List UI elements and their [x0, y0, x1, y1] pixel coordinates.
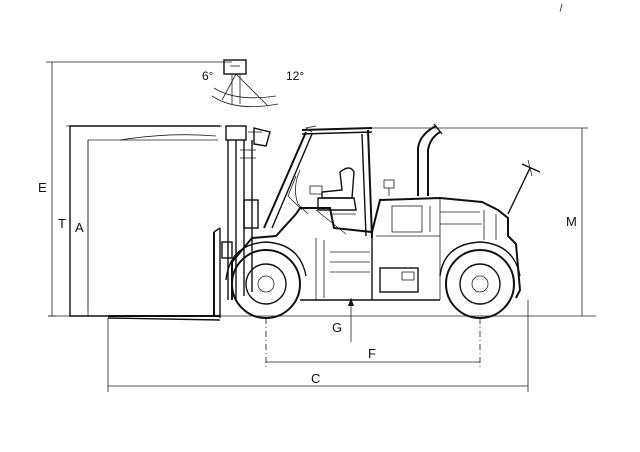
mast: [221, 125, 271, 300]
operator-seat: [287, 167, 395, 235]
truck-body: [231, 196, 522, 301]
load-outline: [69, 125, 220, 317]
tilt-indicator: [211, 59, 279, 108]
front-wheel: [231, 249, 301, 319]
label-f: F: [368, 346, 376, 361]
label-backward-tilt: 12°: [286, 69, 304, 83]
dimension-c: [107, 300, 529, 392]
label-forward-tilt: 6°: [202, 69, 214, 83]
label-m: M: [566, 214, 577, 229]
front-wheel-arch: [225, 241, 307, 281]
dimension-e: [46, 61, 232, 317]
label-g: G: [332, 320, 342, 335]
label-a: A: [75, 220, 84, 235]
forks: [107, 227, 221, 321]
label-c: C: [311, 371, 320, 386]
label-e: E: [38, 180, 47, 195]
rear-wheel-arch: [439, 241, 521, 277]
corner-mark: [559, 3, 563, 13]
dimension-m: [372, 127, 588, 316]
dimension-t: [66, 125, 222, 316]
dimension-g: [348, 298, 354, 342]
exhaust-stack: [417, 123, 443, 196]
lever-mast: [507, 159, 541, 215]
overhead-guard: [263, 125, 373, 239]
dimension-f: [265, 318, 481, 368]
label-t: T: [58, 216, 66, 231]
rear-wheel: [445, 249, 515, 319]
